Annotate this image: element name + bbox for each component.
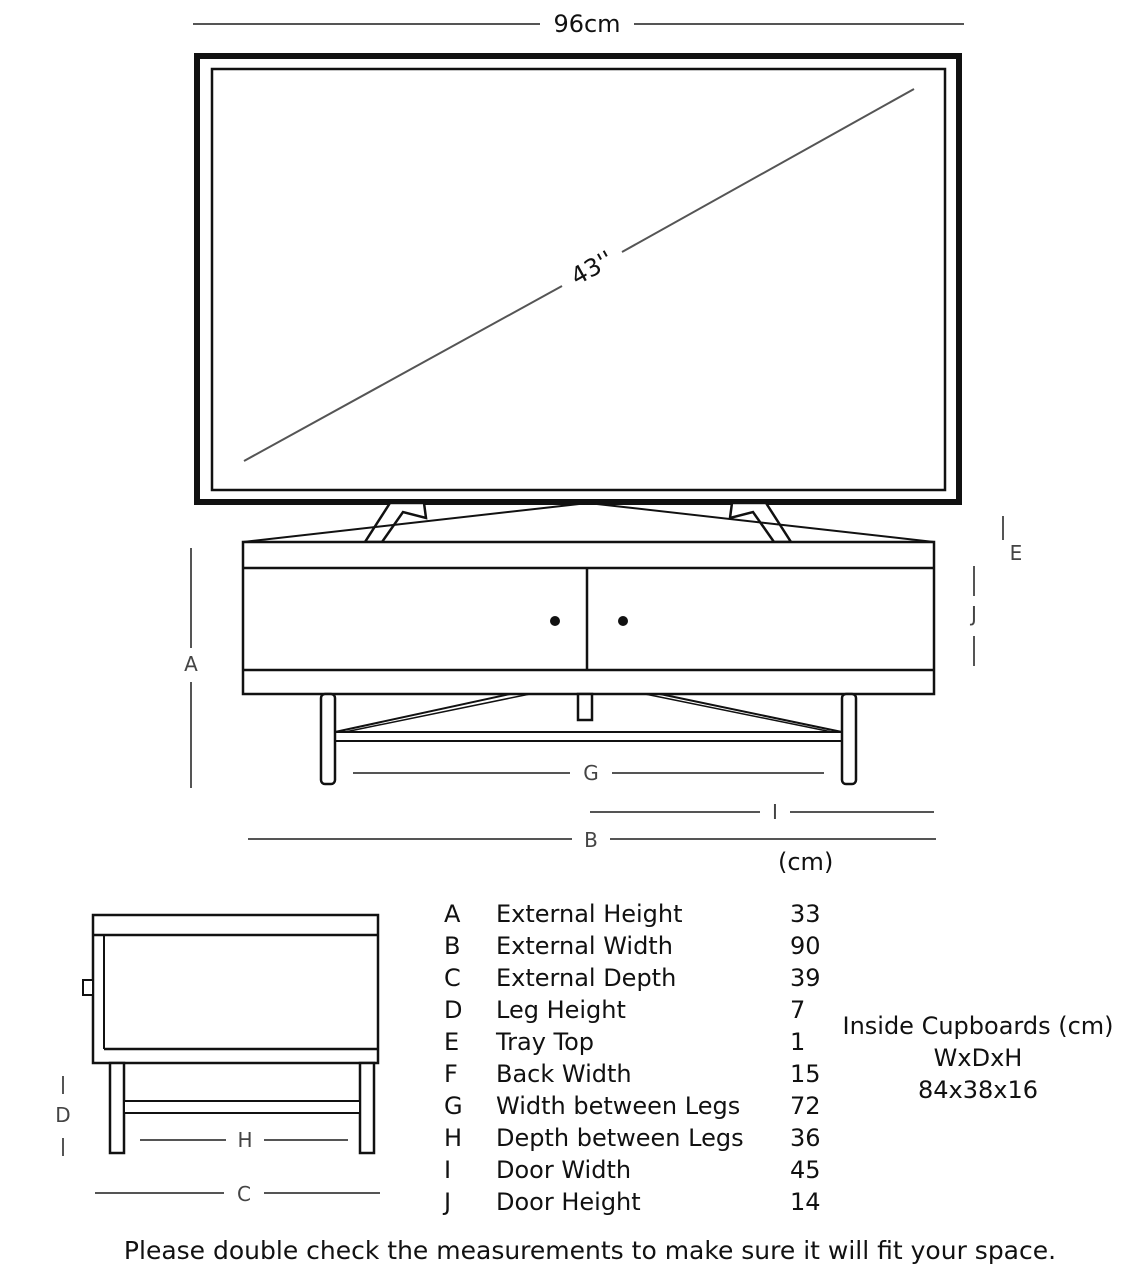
measurement-value: 33 bbox=[790, 900, 821, 928]
measurement-key: D bbox=[444, 996, 463, 1024]
measurement-row: G Width between Legs 72 bbox=[440, 1090, 840, 1122]
measurement-label: External Depth bbox=[496, 964, 677, 992]
unit-label: (cm) bbox=[778, 848, 834, 876]
dimension-a-label: A bbox=[184, 652, 198, 676]
measurement-row: D Leg Height 7 bbox=[440, 994, 840, 1026]
measurement-value: 15 bbox=[790, 1060, 821, 1088]
measurement-key: C bbox=[444, 964, 461, 992]
measurement-value: 72 bbox=[790, 1092, 821, 1120]
dimension-d: D bbox=[55, 1076, 71, 1156]
dimension-h-label: H bbox=[237, 1128, 252, 1152]
dimension-g-label: G bbox=[583, 761, 599, 785]
measurement-key: G bbox=[444, 1092, 463, 1120]
dimension-b-label: B bbox=[584, 828, 598, 852]
dimension-g: G bbox=[353, 761, 824, 785]
measurement-label: Door Height bbox=[496, 1188, 641, 1216]
dimension-j: J bbox=[969, 566, 977, 666]
front-left-leg bbox=[319, 692, 337, 786]
measurement-label: Depth between Legs bbox=[496, 1124, 744, 1152]
side-knob bbox=[82, 979, 94, 996]
dimension-c: C bbox=[95, 1182, 380, 1206]
measurement-value: 36 bbox=[790, 1124, 821, 1152]
dimension-a: A bbox=[184, 548, 198, 788]
tv-width-label: 96cm bbox=[553, 10, 620, 38]
measurement-row: E Tray Top 1 bbox=[440, 1026, 840, 1058]
dimension-e-label: E bbox=[1010, 541, 1023, 565]
dimension-h: H bbox=[140, 1128, 348, 1152]
dimension-e: E bbox=[1002, 516, 1023, 565]
measurement-label: External Width bbox=[496, 932, 673, 960]
inside-cupboards-title: Inside Cupboards (cm) bbox=[842, 1012, 1114, 1040]
tv-width-dimension: 96cm bbox=[193, 10, 964, 38]
measurement-row: H Depth between Legs 36 bbox=[440, 1122, 840, 1154]
measurement-row: I Door Width 45 bbox=[440, 1154, 840, 1186]
measurement-key: I bbox=[444, 1156, 452, 1184]
tray-top-lines bbox=[242, 502, 935, 543]
measurement-value: 90 bbox=[790, 932, 821, 960]
measurement-label: Leg Height bbox=[496, 996, 626, 1024]
dimension-j-label: J bbox=[969, 602, 977, 626]
measurement-key: A bbox=[444, 900, 461, 928]
tv-unit-front-view bbox=[241, 540, 936, 786]
measurement-value: 45 bbox=[790, 1156, 821, 1184]
inside-cupboards-info: Inside Cupboards (cm) WxDxH 84x38x16 bbox=[838, 1010, 1118, 1106]
side-left-leg bbox=[108, 1061, 126, 1155]
measurement-key: H bbox=[444, 1124, 463, 1152]
footer-note: Please double check the measurements to … bbox=[123, 1236, 1057, 1265]
dimension-b: B bbox=[248, 828, 936, 852]
measurement-value: 39 bbox=[790, 964, 821, 992]
inside-cupboards-format: WxDxH bbox=[933, 1044, 1023, 1072]
tv-unit-side-view bbox=[82, 913, 380, 1155]
side-crossbar bbox=[123, 1100, 361, 1114]
measurement-value: 14 bbox=[790, 1188, 821, 1216]
tv-diagonal-line-lower bbox=[243, 285, 563, 462]
measurement-value: 7 bbox=[790, 996, 806, 1024]
measurement-row: C External Depth 39 bbox=[440, 962, 840, 994]
measurement-row: A External Height 33 bbox=[440, 898, 840, 930]
right-door-knob bbox=[618, 616, 628, 626]
left-door-knob bbox=[550, 616, 560, 626]
measurement-key: B bbox=[444, 932, 461, 960]
measurement-label: Tray Top bbox=[496, 1028, 595, 1056]
measurement-value: 1 bbox=[790, 1028, 806, 1056]
tv-diagonal-line-upper bbox=[621, 88, 915, 253]
back-leg bbox=[576, 692, 594, 722]
measurements-table: A External Height 33 B External Width 90… bbox=[440, 898, 840, 1218]
front-right-leg bbox=[840, 692, 858, 786]
dimension-i: I bbox=[590, 800, 934, 824]
measurement-row: B External Width 90 bbox=[440, 930, 840, 962]
measurement-row: F Back Width 15 bbox=[440, 1058, 840, 1090]
side-right-leg bbox=[358, 1061, 376, 1155]
dimension-d-label: D bbox=[55, 1103, 70, 1127]
measurement-key: F bbox=[444, 1060, 458, 1088]
measurement-key: J bbox=[444, 1188, 452, 1216]
measurement-label: Width between Legs bbox=[496, 1092, 741, 1120]
measurement-label: Back Width bbox=[496, 1060, 632, 1088]
dimension-c-label: C bbox=[237, 1182, 251, 1206]
tv-illustration: 43'' bbox=[194, 53, 962, 544]
measurement-label: External Height bbox=[496, 900, 683, 928]
measurement-row: J Door Height 14 bbox=[440, 1186, 840, 1218]
measurement-label: Door Width bbox=[496, 1156, 632, 1184]
dimension-i-label: I bbox=[772, 800, 778, 824]
measurement-key: E bbox=[444, 1028, 460, 1056]
inside-cupboards-size: 84x38x16 bbox=[917, 1076, 1039, 1104]
